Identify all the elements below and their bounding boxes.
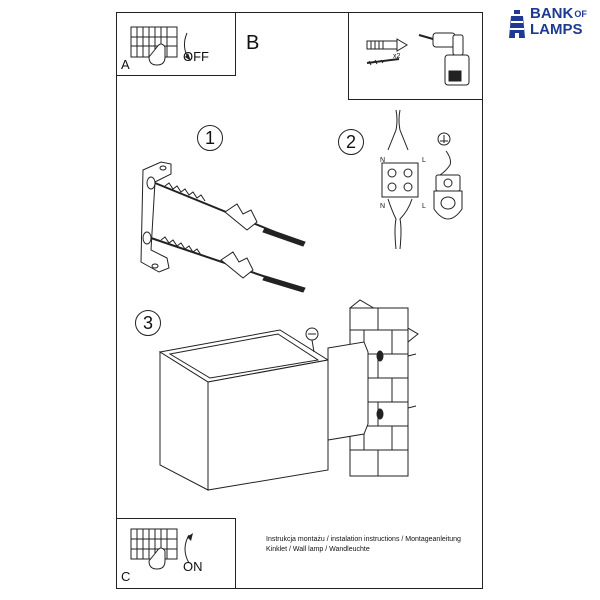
fixing-screw — [305, 327, 319, 353]
caption-line-2: Kinklet / Wall lamp / Wandleuchte — [266, 546, 370, 553]
wire-label-n-top: N — [380, 157, 386, 164]
panel-a: A OFF — [116, 12, 236, 76]
lighthouse-icon — [509, 10, 525, 38]
wire-label-l-top: L — [422, 157, 426, 164]
screw-icon — [366, 58, 400, 66]
anchor-lower — [150, 236, 306, 293]
mounting-bracket — [140, 161, 172, 273]
breaker-switch-on-icon — [130, 528, 193, 570]
step-1-illustration — [140, 161, 306, 293]
wall-plug-icon — [366, 38, 408, 52]
brand-logo: BANKOF LAMPS — [506, 6, 598, 40]
wall-section — [327, 299, 419, 477]
lamp-cube — [158, 329, 330, 491]
logo-lamps: LAMPS — [530, 21, 583, 38]
instruction-sheet — [116, 12, 483, 589]
tools-count: x2 — [393, 53, 401, 60]
caption-line-1: Instrukcja montażu / instalation instruc… — [266, 536, 461, 543]
panel-c-on-text: ON — [183, 559, 203, 574]
step-3-illustration — [158, 299, 419, 491]
panel-a-label: A — [121, 57, 130, 72]
breaker-switch-off-icon — [130, 26, 191, 66]
logo-of: OF — [574, 9, 587, 19]
anchor-upper — [154, 182, 306, 247]
tools-panel: x2 — [348, 12, 483, 100]
logo-bank: BANK — [530, 5, 574, 22]
panel-a-off-text: OFF — [183, 49, 209, 64]
step-2-number: 2 — [338, 129, 364, 155]
step-2-wiring-illustration — [381, 109, 463, 250]
tools-illustration — [366, 32, 470, 86]
wire-label-n-bottom: N — [380, 203, 386, 210]
wire-label-l-bottom: L — [422, 203, 426, 210]
panel-b-label: B — [246, 32, 260, 54]
step-3-number: 3 — [135, 310, 161, 336]
panel-c-label: C — [121, 569, 131, 584]
panel-c: C ON — [116, 518, 236, 589]
drill-icon — [418, 32, 470, 86]
step-1-number: 1 — [197, 125, 223, 151]
